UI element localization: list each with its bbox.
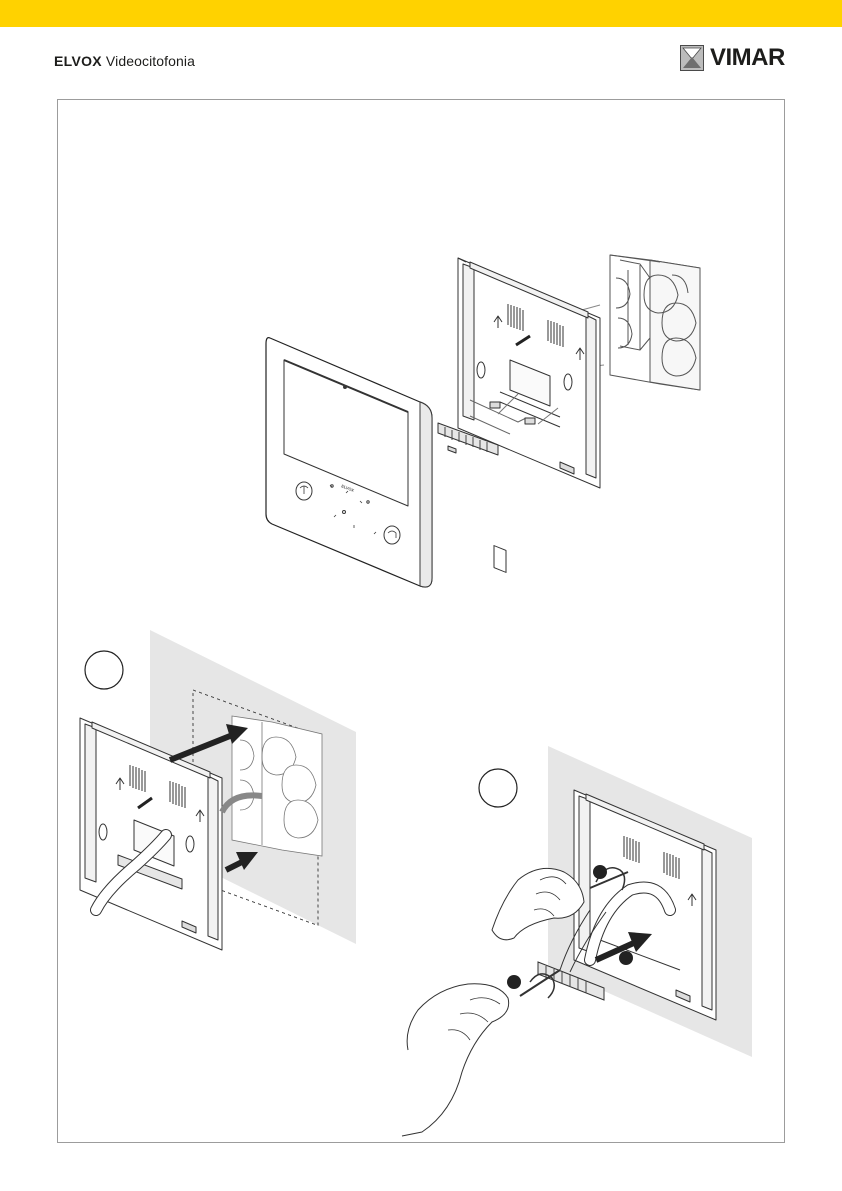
step-2-marker: [479, 769, 517, 807]
step-1-illustration: [80, 630, 356, 950]
step-2-illustration: [402, 746, 752, 1136]
mounting-plate: [438, 258, 600, 572]
exploded-view: [266, 255, 700, 587]
step-1-marker: [85, 651, 123, 689]
monitor: [266, 338, 432, 587]
